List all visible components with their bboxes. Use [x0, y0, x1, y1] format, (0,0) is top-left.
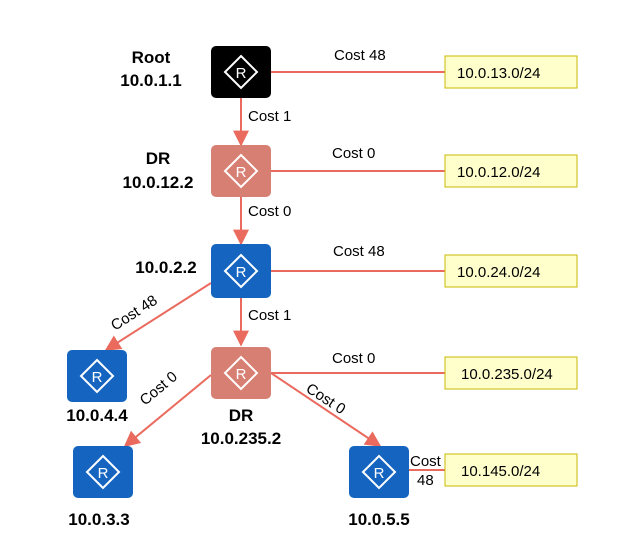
cost-label: Cost — [410, 453, 442, 470]
router-icon — [223, 153, 259, 189]
cost-label: Cost 0 — [137, 368, 181, 409]
subnet-link-r7: Cost 48 — [409, 453, 445, 489]
router-dr[interactable]: R — [211, 347, 271, 399]
router[interactable]: R — [211, 244, 271, 298]
router-icon — [223, 355, 259, 391]
subnet-link-r2: Cost 0 — [271, 145, 445, 172]
router-root[interactable]: R — [211, 46, 271, 98]
subnet-label: 10.0.12.0/24 — [457, 164, 540, 181]
router-ip: 10.0.235.2 — [201, 429, 281, 448]
link-r2-r3: Cost 0 — [233, 197, 291, 246]
subnet-link-r4: Cost 0 — [271, 350, 445, 374]
router-ip: 10.0.3.3 — [68, 510, 129, 529]
cost-label: Cost 48 — [333, 243, 385, 260]
router-icon — [223, 54, 259, 90]
subnet-label: 10.145.0/24 — [461, 463, 540, 480]
router-icon — [79, 358, 115, 394]
router-icon-letter: R — [374, 465, 385, 482]
router-name: Root — [132, 48, 171, 67]
subnet-link-r1: Cost 48 — [271, 47, 445, 73]
router-icon — [223, 253, 259, 289]
router-ip: 10.0.1.1 — [120, 71, 181, 90]
subnet-link-r3: Cost 48 — [271, 243, 445, 272]
subnet-box: 10.0.235.0/24 — [444, 356, 578, 390]
subnet-box: 10.0.13.0/24 — [444, 55, 578, 89]
link-r3-r4: Cost 1 — [233, 298, 291, 347]
router-ip: 10.0.12.2 — [123, 173, 194, 192]
router-role: DR — [146, 149, 171, 168]
router[interactable]: R — [349, 446, 409, 498]
subnet-box: 10.0.12.0/24 — [444, 154, 578, 188]
router-ip: 10.0.5.5 — [348, 510, 409, 529]
subnet-label: 10.0.24.0/24 — [457, 264, 540, 281]
router-dr[interactable]: R — [211, 145, 271, 197]
cost-label: Cost 1 — [248, 307, 291, 324]
cost-label: Cost 48 — [334, 47, 386, 64]
link-r1-r2: Cost 1 — [233, 98, 291, 147]
router-ip: 10.0.2.2 — [135, 258, 196, 277]
subnet-box: 10.145.0/24 — [444, 453, 578, 487]
router-icon-letter: R — [92, 369, 103, 386]
router[interactable]: R — [73, 446, 133, 498]
cost-label: Cost 48 — [108, 292, 161, 334]
link-r3-r5: Cost 48 — [104, 282, 212, 351]
subnet-box: 10.0.24.0/24 — [444, 254, 578, 288]
router-icon-letter: R — [236, 164, 247, 181]
router-icon-letter: R — [236, 366, 247, 383]
subnet-label: 10.0.13.0/24 — [457, 65, 540, 82]
link-r4-r7: Cost 0 — [270, 372, 382, 447]
router-icon — [85, 454, 121, 490]
router-icon — [361, 454, 397, 490]
router-ip: 10.0.4.4 — [66, 406, 128, 425]
cost-label: Cost 0 — [332, 350, 375, 367]
router-icon-letter: R — [236, 65, 247, 82]
link-r4-r6: Cost 0 — [123, 368, 212, 448]
subnet-label: 10.0.235.0/24 — [461, 366, 553, 383]
router-icon-letter: R — [236, 264, 247, 281]
cost-label: 48 — [417, 472, 434, 489]
router-role: DR — [229, 406, 254, 425]
cost-label: Cost 0 — [248, 203, 291, 220]
router-icon-letter: R — [98, 465, 109, 482]
cost-label: Cost 1 — [248, 108, 291, 125]
cost-label: Cost 0 — [332, 145, 375, 162]
router[interactable]: R — [67, 350, 127, 402]
